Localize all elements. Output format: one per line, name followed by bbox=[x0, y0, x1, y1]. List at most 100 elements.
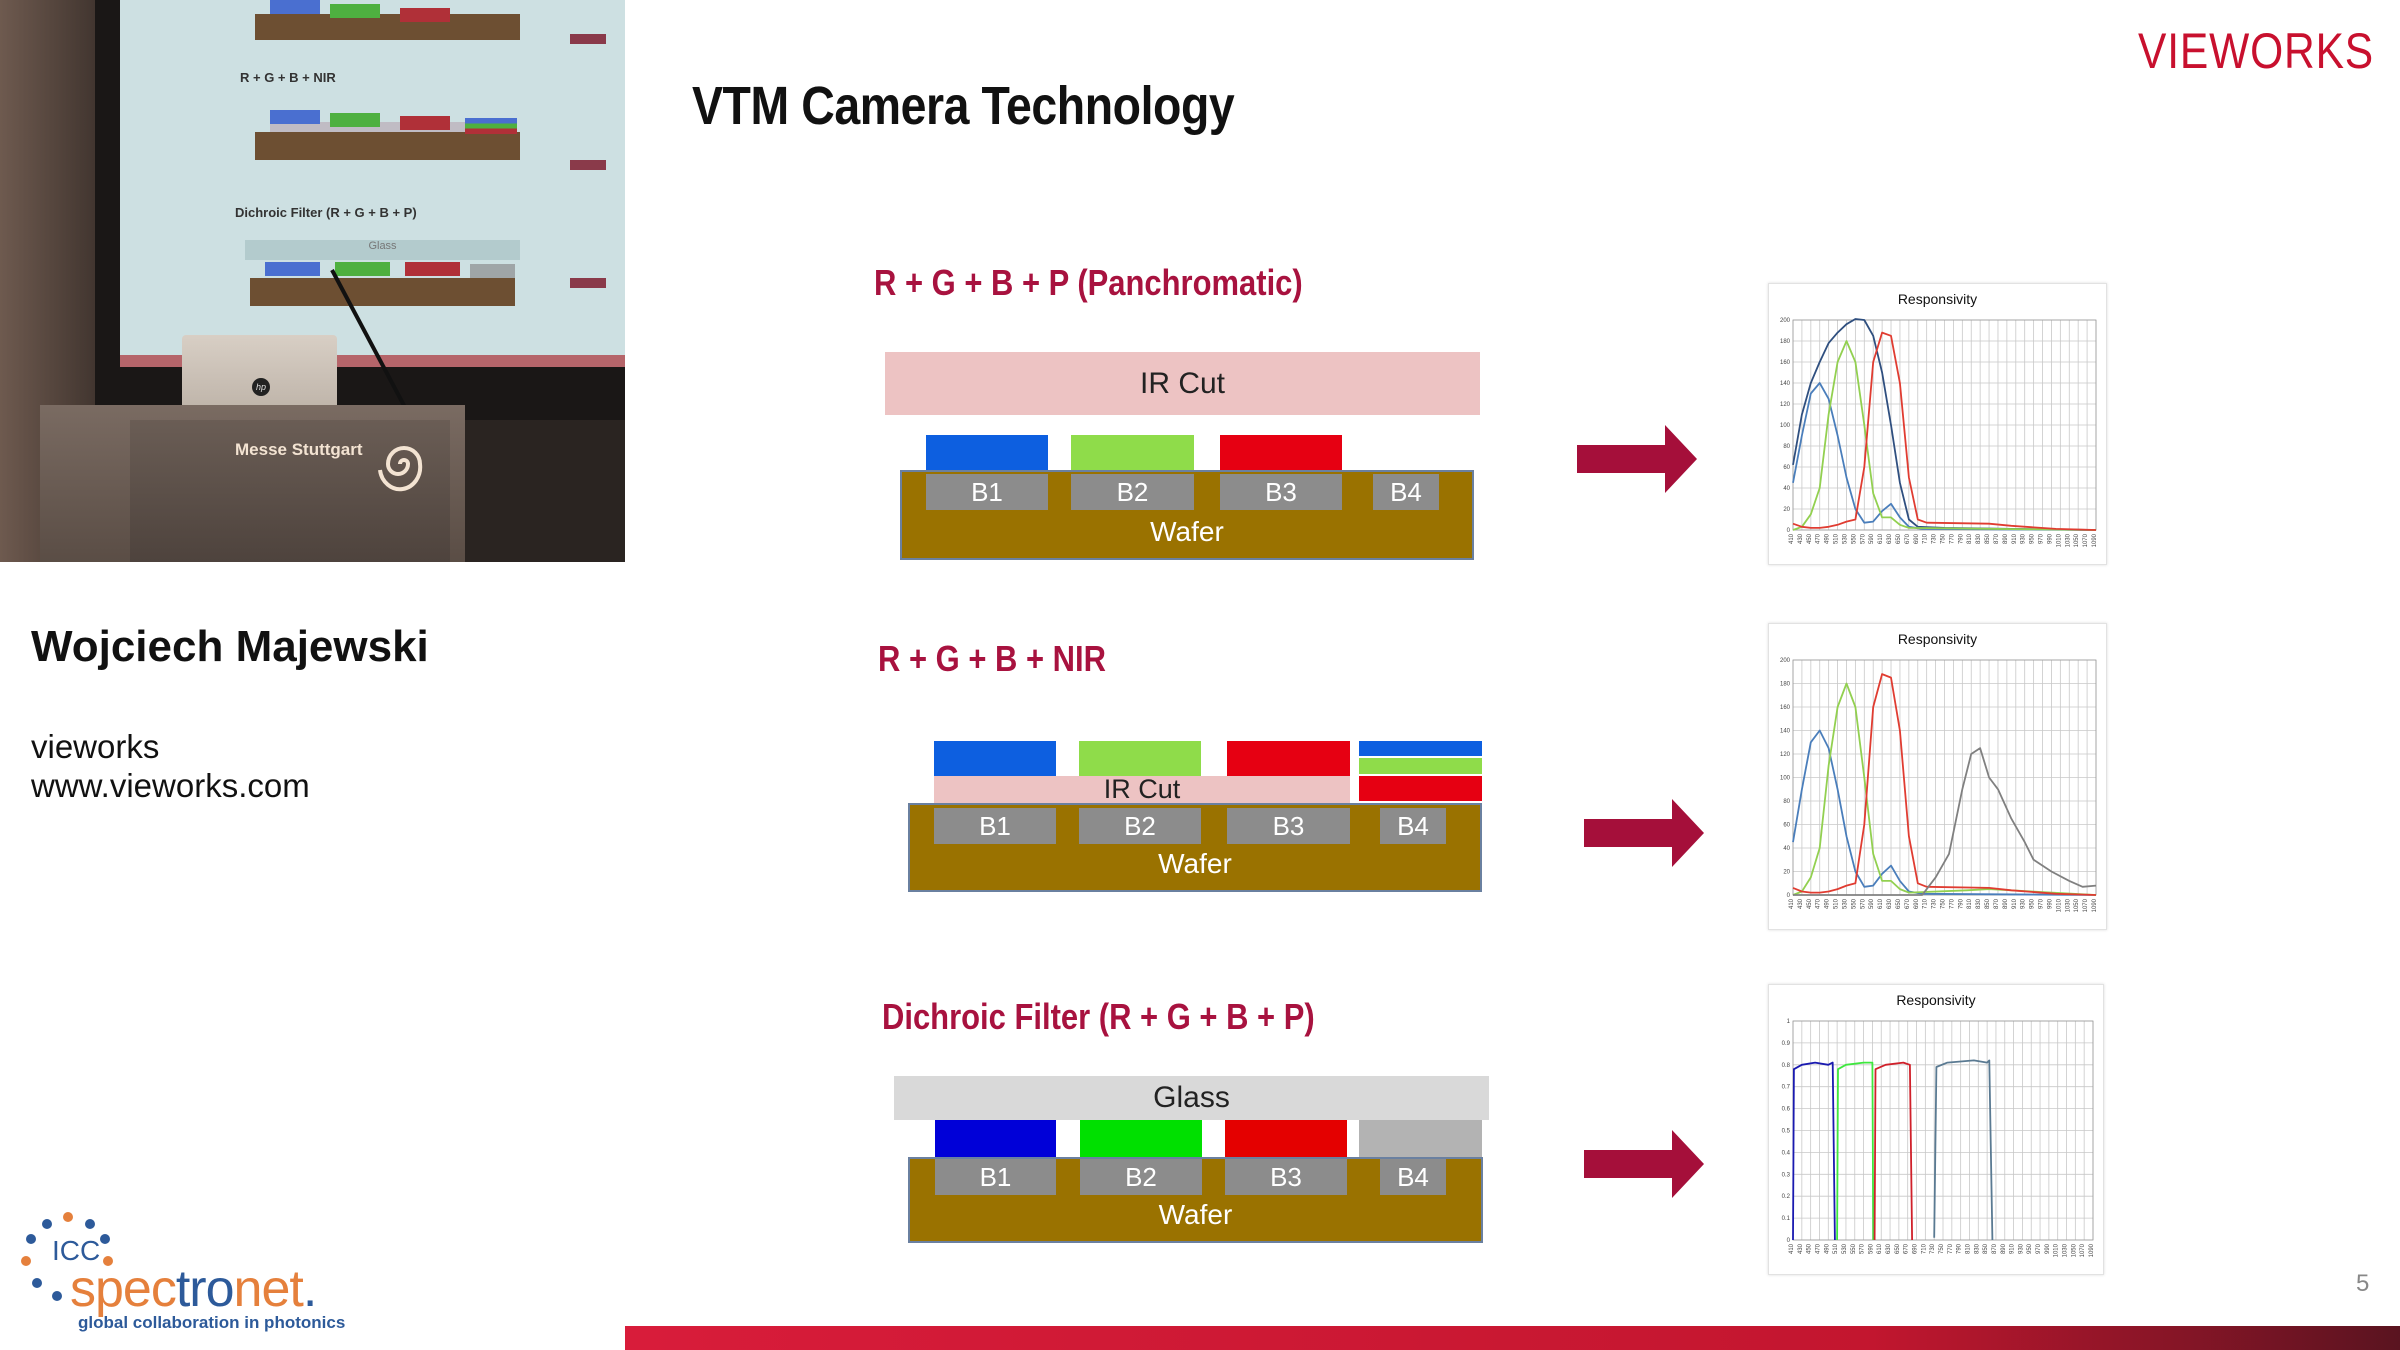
x-tick-label: 1030 bbox=[2063, 1243, 2069, 1257]
mini-filter-green bbox=[335, 262, 390, 276]
vieworks-wordmark-icon: VIEWORKS bbox=[2138, 23, 2373, 79]
series-line-r bbox=[1792, 673, 2097, 896]
y-tick-label: 200 bbox=[1780, 318, 1791, 324]
x-tick-label: 450 bbox=[1807, 1243, 1813, 1254]
y-tick-label: 0.6 bbox=[1782, 1107, 1791, 1113]
pixel-b4: B4 bbox=[1380, 808, 1446, 844]
pixel-b4: B4 bbox=[1380, 1159, 1446, 1195]
y-tick-label: 20 bbox=[1783, 507, 1790, 513]
y-tick-label: 40 bbox=[1783, 846, 1790, 852]
y-tick-label: 0.8 bbox=[1782, 1063, 1791, 1069]
x-tick-label: 690 bbox=[1913, 1243, 1919, 1254]
y-tick-label: 120 bbox=[1780, 752, 1791, 758]
speaker-video[interactable]: R + G + B + NIR Dichroic Filter (R + G +… bbox=[0, 0, 625, 562]
x-tick-label: 1010 bbox=[2056, 533, 2062, 547]
podium-text: Messe Stuttgart bbox=[235, 440, 363, 459]
wordmark-part: net bbox=[233, 1260, 304, 1318]
y-tick-label: 0.3 bbox=[1782, 1172, 1791, 1178]
x-tick-label: 950 bbox=[2030, 898, 2036, 909]
series-line-nir bbox=[1793, 747, 2097, 896]
x-tick-label: 650 bbox=[1895, 1243, 1901, 1254]
x-tick-label: 410 bbox=[1789, 898, 1795, 909]
x-tick-label: 850 bbox=[1983, 1243, 1989, 1254]
x-tick-label: 890 bbox=[2001, 1243, 2007, 1254]
x-tick-label: 610 bbox=[1877, 1243, 1883, 1254]
x-tick-label: 1010 bbox=[2056, 898, 2062, 912]
y-tick-label: 160 bbox=[1780, 360, 1791, 366]
mini-filter-multi bbox=[465, 118, 517, 134]
x-tick-label: 810 bbox=[1967, 533, 1973, 544]
speaker-website[interactable]: www.vieworks.com bbox=[31, 767, 310, 804]
blue-filter bbox=[926, 435, 1048, 470]
x-tick-label: 790 bbox=[1958, 533, 1964, 544]
y-tick-label: 200 bbox=[1780, 658, 1791, 664]
x-tick-label: 1050 bbox=[2074, 898, 2080, 912]
x-tick-label: 970 bbox=[2039, 533, 2045, 544]
x-tick-label: 610 bbox=[1878, 898, 1884, 909]
series-line-r bbox=[1792, 331, 2097, 531]
x-tick-label: 830 bbox=[1974, 1243, 1980, 1254]
x-tick-label: 830 bbox=[1976, 898, 1982, 909]
mini-wafer bbox=[250, 278, 515, 306]
mini-arrow bbox=[570, 34, 606, 44]
x-tick-label: 910 bbox=[2012, 898, 2018, 909]
y-tick-label: 80 bbox=[1783, 444, 1790, 450]
y-tick-label: 100 bbox=[1780, 776, 1791, 782]
y-tick-label: 0.5 bbox=[1782, 1129, 1791, 1135]
y-tick-label: 0.9 bbox=[1782, 1041, 1791, 1047]
x-tick-label: 770 bbox=[1949, 898, 1955, 909]
pixel-b2: B2 bbox=[1080, 1159, 1202, 1195]
mini-filter-green bbox=[330, 4, 380, 18]
series-line-g bbox=[1836, 1061, 1875, 1241]
series-line-b bbox=[1792, 729, 2097, 896]
x-tick-label: 950 bbox=[2027, 1243, 2033, 1254]
page-number: 5 bbox=[2356, 1270, 2370, 1297]
wordmark-part: spec bbox=[70, 1260, 177, 1318]
x-tick-label: 430 bbox=[1798, 898, 1804, 909]
mini-filter-blue bbox=[265, 262, 320, 276]
x-tick-label: 750 bbox=[1939, 1243, 1945, 1254]
x-tick-label: 1070 bbox=[2083, 898, 2089, 912]
pixel-b3: B3 bbox=[1225, 1159, 1347, 1195]
section-heading: R + G + B + P (Panchromatic) bbox=[874, 262, 1303, 303]
mini-glass: Glass bbox=[245, 240, 520, 260]
mini-arrow bbox=[570, 160, 606, 170]
y-tick-label: 40 bbox=[1783, 486, 1790, 492]
x-tick-label: 690 bbox=[1914, 533, 1920, 544]
x-tick-label: 530 bbox=[1842, 533, 1848, 544]
series-line-r bbox=[1873, 1061, 1913, 1241]
slide-footer-bar bbox=[625, 1326, 2400, 1350]
x-tick-label: 930 bbox=[2021, 898, 2027, 909]
y-tick-label: 80 bbox=[1783, 799, 1790, 805]
mini-wafer bbox=[255, 132, 520, 160]
x-tick-label: 950 bbox=[2030, 533, 2036, 544]
x-tick-label: 730 bbox=[1932, 533, 1938, 544]
x-tick-label: 910 bbox=[2012, 533, 2018, 544]
y-tick-label: 60 bbox=[1783, 823, 1790, 829]
mini-filter-green bbox=[330, 113, 380, 127]
x-tick-label: 890 bbox=[2003, 533, 2009, 544]
blue-filter bbox=[934, 741, 1056, 776]
x-tick-label: 450 bbox=[1807, 898, 1813, 909]
mini-ircut bbox=[270, 122, 470, 132]
x-tick-label: 510 bbox=[1834, 898, 1840, 909]
x-tick-label: 650 bbox=[1896, 533, 1902, 544]
x-tick-label: 910 bbox=[2010, 1243, 2016, 1254]
x-tick-label: 590 bbox=[1869, 898, 1875, 909]
x-tick-label: 970 bbox=[2036, 1243, 2042, 1254]
x-tick-label: 1090 bbox=[2092, 898, 2098, 912]
pixel-b1: B1 bbox=[926, 474, 1048, 510]
x-tick-label: 990 bbox=[2045, 1243, 2051, 1254]
wordmark-part: tro bbox=[175, 1260, 235, 1318]
mini-filter-blue bbox=[270, 110, 320, 124]
x-tick-label: 610 bbox=[1878, 533, 1884, 544]
x-tick-label: 970 bbox=[2039, 898, 2045, 909]
y-tick-label: 120 bbox=[1780, 402, 1791, 408]
x-tick-label: 470 bbox=[1815, 1243, 1821, 1254]
rgb-stacked-filter bbox=[1359, 741, 1482, 801]
x-tick-label: 730 bbox=[1930, 1243, 1936, 1254]
x-tick-label: 590 bbox=[1869, 533, 1875, 544]
vieworks-logo: VIEWORKS bbox=[2138, 22, 2378, 91]
y-tick-label: 0.1 bbox=[1782, 1216, 1791, 1222]
